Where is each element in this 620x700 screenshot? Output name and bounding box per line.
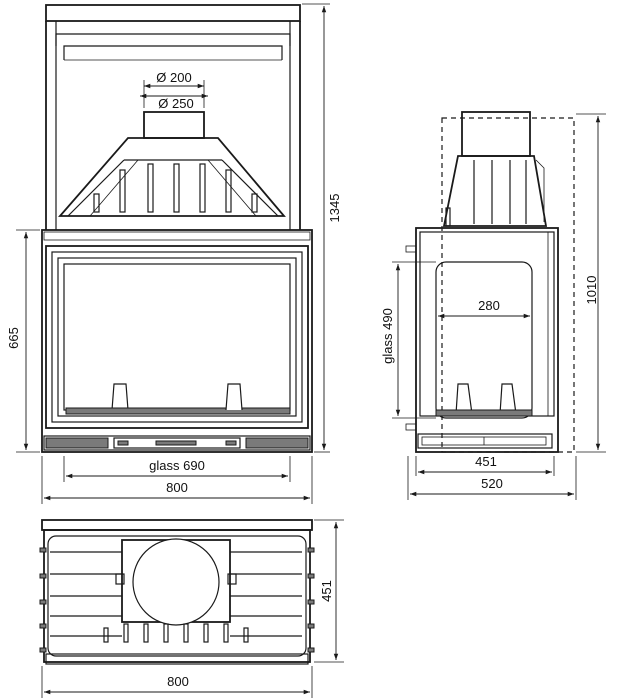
front-body (41, 229, 313, 453)
flue-inner-label: Ø 200 (156, 70, 191, 85)
front-total-width-dimension: 800 (41, 456, 313, 504)
top-view: 451 800 (39, 519, 344, 698)
side-inner-depth-dimension: 451 (415, 454, 555, 476)
top-side-fins (39, 547, 315, 653)
side-andirons (435, 383, 533, 417)
side-total-height-dimension: 1010 (576, 113, 606, 453)
top-flue-circle (132, 538, 220, 626)
front-hood-fins (93, 163, 258, 213)
front-glass-width-dimension: glass 690 (63, 456, 291, 482)
side-flue (442, 111, 548, 227)
front-flue-collar (143, 111, 205, 139)
side-view: 280 glass 490 1010 451 520 (380, 111, 606, 500)
top-depth-dimension: 451 (314, 519, 344, 663)
side-glass-height-dimension: glass 490 (380, 261, 436, 419)
side-total-height-label: 1010 (584, 276, 599, 305)
top-grate-bars (103, 623, 249, 643)
front-body-height-dimension: 665 (6, 229, 40, 453)
side-total-depth-dimension: 520 (407, 456, 577, 500)
front-hood (45, 4, 301, 230)
top-width-dimension: 800 (41, 666, 313, 698)
top-flue-box (115, 538, 237, 626)
body-height-label: 665 (6, 327, 21, 349)
front-flue-inner-dimension: Ø 200 (143, 70, 205, 108)
front-andirons (65, 383, 291, 415)
front-view: Ø 200 Ø 250 1345 665 glass 690 (6, 3, 342, 504)
side-glass-width-label: 280 (478, 298, 500, 313)
glass-width-label: glass 690 (149, 458, 205, 473)
total-height-label: 1345 (327, 194, 342, 223)
top-width-label: 800 (167, 674, 189, 689)
front-air-grilles (43, 435, 311, 451)
front-total-height-dimension: 1345 (302, 3, 342, 453)
side-inner-depth-label: 451 (475, 454, 497, 469)
side-total-depth-label: 520 (481, 476, 503, 491)
side-glass-width-dimension: 280 (438, 298, 530, 319)
side-body (405, 227, 559, 453)
front-smoke-hood (58, 137, 286, 217)
flue-outer-label: Ø 250 (158, 96, 193, 111)
top-depth-label: 451 (319, 580, 334, 602)
front-flue-outer-dimension: Ø 250 (140, 93, 208, 111)
side-glass-height-label: glass 490 (380, 308, 395, 364)
front-total-width-label: 800 (166, 480, 188, 495)
